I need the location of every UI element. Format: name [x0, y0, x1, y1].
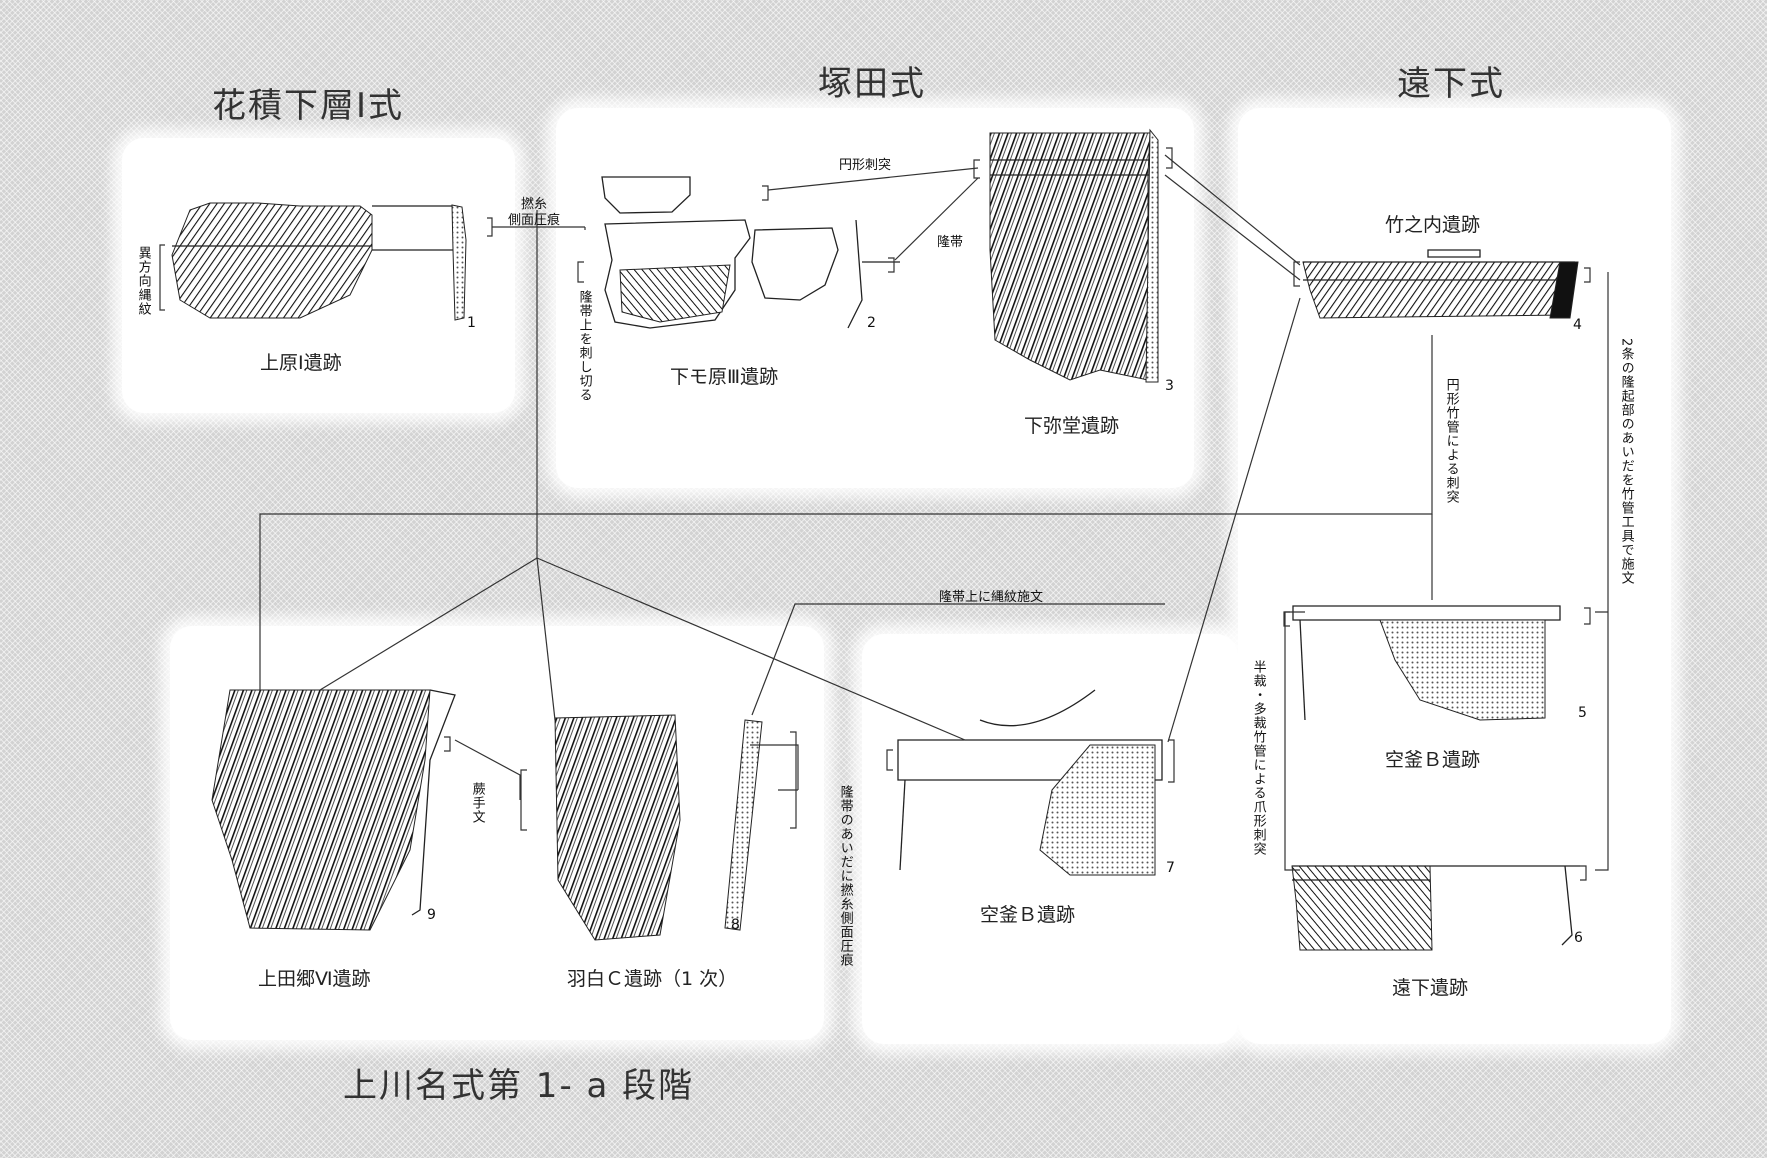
figure-number-4: 4: [1573, 317, 1582, 333]
annotation-enkei-shitotsu: 円形刺突: [839, 158, 892, 173]
annotation-ryutai-kiru: 隆帯上を刺し切る: [576, 290, 592, 402]
panel-kamikawana-right: [862, 634, 1238, 1044]
site-label-8: 羽白Ｃ遺跡（1 次）: [567, 968, 738, 990]
figure-number-1: 1: [467, 315, 476, 331]
annotation-ryutai-jomon: 隆帯上に縄紋施文: [939, 590, 1044, 605]
group-title-tsukada: 塚田式: [818, 64, 926, 104]
group-title-hanazumi: 花積下層Ⅰ式: [212, 86, 405, 126]
site-label-7: 空釜Ｂ遺跡: [980, 904, 1076, 926]
site-label-9: 上田郷Ⅵ遺跡: [258, 968, 371, 990]
site-label-1: 上原Ⅰ遺跡: [260, 352, 342, 374]
group-title-toshita: 遠下式: [1397, 64, 1505, 104]
annotation-ni-jo: 2条の隆起部のあいだを竹管工具で施文: [1618, 338, 1634, 586]
site-label-2: 下モ原Ⅲ遺跡: [670, 366, 779, 388]
annotation-nenshi-line1: 撚糸: [521, 197, 548, 212]
annotation-enkei-chikukan: 円形竹管による刺突: [1443, 378, 1459, 504]
annotation-warabite: 蕨手文: [469, 782, 485, 824]
figure-number-9: 9: [427, 907, 436, 923]
site-label-3: 下弥堂遺跡: [1024, 415, 1120, 437]
site-label-6: 遠下遺跡: [1392, 977, 1469, 999]
annotation-ryutai-aida: 隆帯のあいだに撚糸側面圧痕: [837, 785, 853, 967]
group-title-kamikawana: 上川名式第 1- a 段階: [343, 1066, 695, 1106]
figure-number-5: 5: [1578, 705, 1587, 721]
annotation-ihoko-jomon: 異方向縄紋: [135, 246, 151, 316]
figure-number-3: 3: [1165, 378, 1174, 394]
figure-number-8: 8: [731, 917, 740, 933]
figure-number-7: 7: [1166, 860, 1175, 876]
annotation-hansai: 半裁・多裁竹管による爪形刺突: [1250, 660, 1266, 856]
panel-toshita: [1238, 108, 1671, 1044]
site-label-4: 竹之内遺跡: [1385, 214, 1481, 236]
figure-number-2: 2: [867, 315, 876, 331]
site-label-5: 空釜Ｂ遺跡: [1385, 749, 1481, 771]
figure-number-6: 6: [1574, 930, 1583, 946]
annotation-ryutai: 隆帯: [937, 235, 964, 250]
annotation-nenshi-line2: 側面圧痕: [508, 213, 561, 228]
